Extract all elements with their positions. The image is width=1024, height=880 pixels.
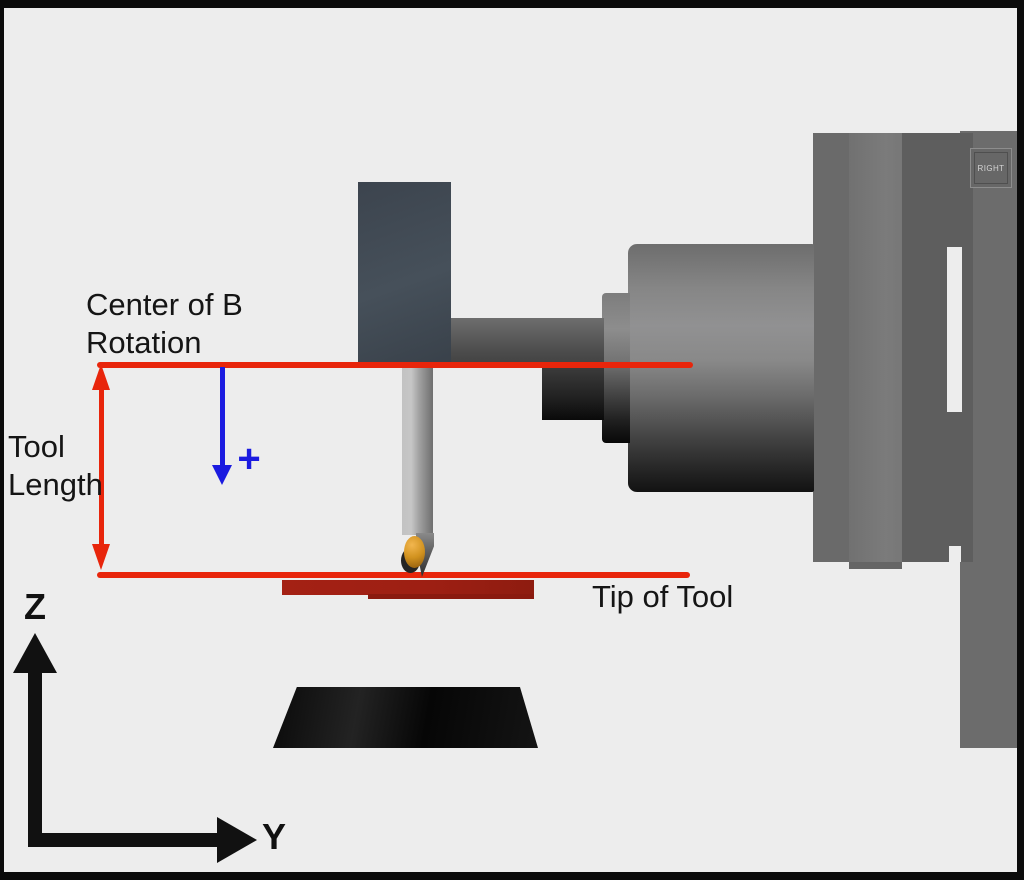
positive-direction-plus-label: + — [237, 437, 261, 481]
machine-column-band-mid — [849, 133, 902, 562]
positive-direction-arrow-head-icon — [212, 465, 232, 485]
center-of-b-rotation-label-line1: Center of B — [86, 287, 243, 322]
spindle-arm-lower-shadow — [542, 363, 604, 420]
y-axis-arrow-head-icon — [217, 817, 257, 863]
center-of-b-rotation-label: Center of B Rotation — [86, 286, 243, 362]
machine-column-band-left — [813, 133, 849, 562]
tip-of-tool-label: Tip of Tool — [592, 579, 734, 614]
machine-column-bottom-step — [849, 562, 902, 569]
y-axis-arrow-shaft — [28, 833, 222, 847]
z-axis-arrow-head-icon — [13, 633, 57, 673]
machine-column-band-right — [902, 133, 973, 562]
tool-length-arrow-down-icon — [92, 544, 110, 570]
tool-length-label-line2: Length — [8, 467, 103, 502]
tool-length-label: Tool Length — [8, 428, 103, 504]
spindle-arm — [450, 318, 604, 363]
tool-length-label-line1: Tool — [8, 429, 65, 464]
tool-length-arrow-shaft — [99, 384, 104, 556]
workpiece-table — [273, 687, 538, 748]
z-axis-label: Z — [24, 586, 46, 627]
y-axis-label: Y — [262, 816, 287, 857]
positive-direction-arrow-shaft — [220, 367, 225, 467]
machine-column-slot — [947, 247, 962, 412]
tool-tip-ball — [404, 536, 425, 568]
tip-of-tool-line — [97, 572, 690, 578]
tool-shaft — [402, 363, 433, 535]
view-orientation-badge-label: RIGHT — [974, 152, 1008, 184]
fixture-plate-lower — [368, 594, 534, 599]
fixture-plate-upper — [282, 580, 534, 595]
machine-column-notch — [949, 546, 961, 562]
z-axis-arrow-shaft — [28, 668, 42, 847]
tool-length-arrow-up-icon — [92, 364, 110, 390]
spindle-large-cylinder — [628, 244, 814, 492]
view-orientation-badge: RIGHT — [970, 148, 1012, 188]
spindle-step-cylinder — [602, 293, 630, 443]
center-of-b-rotation-label-line2: Rotation — [86, 325, 202, 360]
center-of-b-rotation-line — [97, 362, 693, 368]
tool-carriage-block — [358, 182, 451, 363]
